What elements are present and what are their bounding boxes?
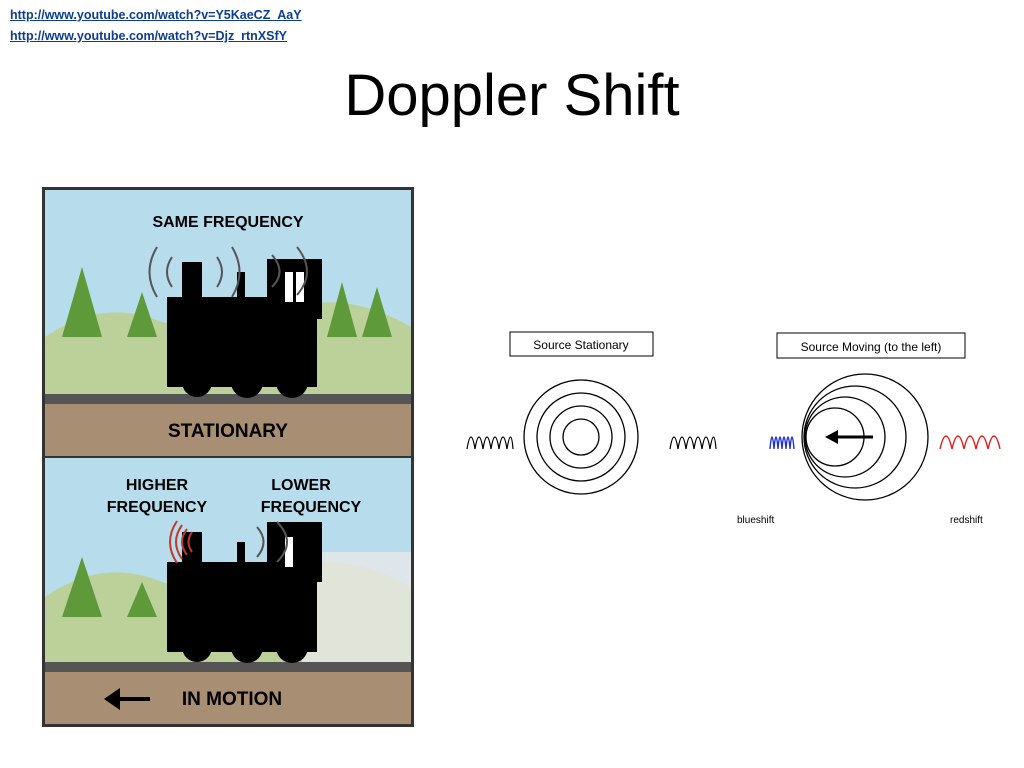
redshift-caption: redshift [950,515,983,526]
compressed-wavefronts-icon [801,373,929,501]
sound-waves-icon [148,246,308,298]
lower-frequency-waves-icon [256,521,288,563]
moving-label-box [776,332,966,359]
stationary-panel [45,190,411,456]
same-frequency-label: SAME FREQUENCY [152,214,303,231]
concentric-wavefronts-icon [523,379,639,495]
tree-icons-bottom [62,557,157,617]
train-silhouette-icon [167,259,322,398]
moving-source-diagram: Source Moving (to the left) blueshift re… [737,332,1001,526]
higher-label-line1: HIGHER [126,477,189,494]
in-motion-label: IN MOTION [182,689,282,710]
tree-icons [62,267,392,337]
lower-label-line2: FREQUENCY [261,499,362,516]
slide-title: Doppler Shift [344,63,680,128]
youtube-link-2[interactable]: http://www.youtube.com/watch?v=Djz_rtnXS… [10,29,287,43]
moving-train-silhouette-icon [167,522,322,663]
stationary-label-box [509,331,654,357]
stationary-source-diagram: Source Stationary [466,331,717,495]
source-direction-arrow-icon [825,430,873,444]
doppler-wave-diagram: Source Stationary Source Moving (to the … [466,331,1001,526]
lower-label-line1: LOWER [271,477,331,494]
higher-label-line2: FREQUENCY [107,499,208,516]
source-stationary-label: Source Stationary [533,338,628,352]
in-motion-panel [45,458,411,724]
stationary-label: STATIONARY [168,421,288,442]
source-moving-label: Source Moving (to the left) [801,340,942,354]
right-wave-icon [669,436,717,450]
higher-frequency-waves-icon [169,520,193,564]
blueshift-caption: blueshift [737,515,774,526]
left-wave-icon [466,436,514,450]
redshift-wave-icon [939,435,1001,450]
blueshift-wave-icon [769,436,795,450]
left-arrow-icon [104,688,150,710]
train-doppler-illustration: SAME FREQUENCY STATIONARY HIGHER FREQUEN… [42,187,414,727]
youtube-link-1[interactable]: http://www.youtube.com/watch?v=Y5KaeCZ_A… [10,8,302,22]
